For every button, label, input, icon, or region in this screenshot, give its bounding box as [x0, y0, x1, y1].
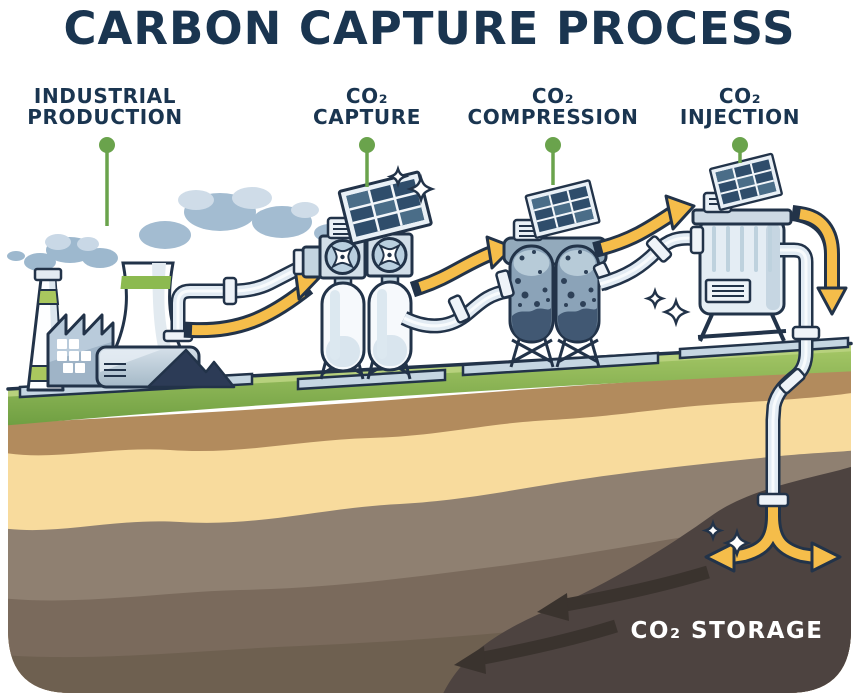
stage-label-co2-compression: CO₂ COMPRESSION	[468, 86, 639, 128]
stage-label-line2: CAPTURE	[313, 105, 421, 129]
injection-tank-lid	[691, 208, 793, 226]
capture-tank	[320, 281, 366, 373]
flow-arrow-icon	[790, 204, 848, 316]
stage-label-line2: COMPRESSION	[467, 105, 639, 129]
flow-arrow-icon	[183, 266, 322, 339]
coal-pile	[146, 348, 236, 389]
co2-storage-label: CO₂ STORAGE	[630, 618, 824, 644]
flow-arrow-icon	[592, 194, 696, 258]
storage-arrow-icon	[454, 565, 710, 674]
stage-pin-icon	[99, 137, 748, 153]
stage-label-line2: INJECTION	[679, 105, 801, 129]
pipe-flange	[756, 492, 790, 508]
stage-label-line1: INDUSTRIAL	[33, 84, 177, 108]
compression-legs	[555, 335, 601, 368]
stage-label-line1: CO₂	[531, 84, 575, 108]
stage-label-co2-capture: CO₂ CAPTURE	[313, 86, 421, 128]
cooling-tower	[113, 261, 183, 349]
compression-tank	[508, 244, 555, 344]
co2-compression-unit	[461, 179, 660, 377]
compression-legs	[509, 335, 555, 368]
factory-industrial-production	[18, 261, 254, 399]
compression-tank	[554, 244, 601, 344]
pipe-icon	[756, 242, 821, 508]
co2-injection-unit	[678, 152, 850, 360]
compression-pad	[461, 351, 660, 377]
page-title: CARBON CAPTURE PROCESS	[63, 2, 796, 55]
pipe-icon	[162, 257, 311, 343]
flow-arrow-icon	[409, 235, 515, 298]
stage-label-co2-injection: CO₂ INJECTION	[680, 86, 800, 128]
sparkle-icon	[701, 519, 752, 559]
stage-pin-icon	[105, 152, 742, 226]
pipe-icon	[400, 283, 510, 334]
stage-label-line1: CO₂	[718, 84, 762, 108]
sparkle-icon	[643, 287, 691, 328]
stage-label-line1: CO₂	[345, 84, 389, 108]
underground-cross-section	[8, 343, 851, 693]
injection-splitter	[704, 500, 842, 573]
stage-label-industrial-production: INDUSTRIAL PRODUCTION	[27, 86, 182, 128]
sparkle-icon	[386, 165, 436, 205]
injection-tank	[698, 218, 786, 316]
pipe-icon	[597, 230, 702, 292]
stage-label-line2: PRODUCTION	[27, 105, 183, 129]
